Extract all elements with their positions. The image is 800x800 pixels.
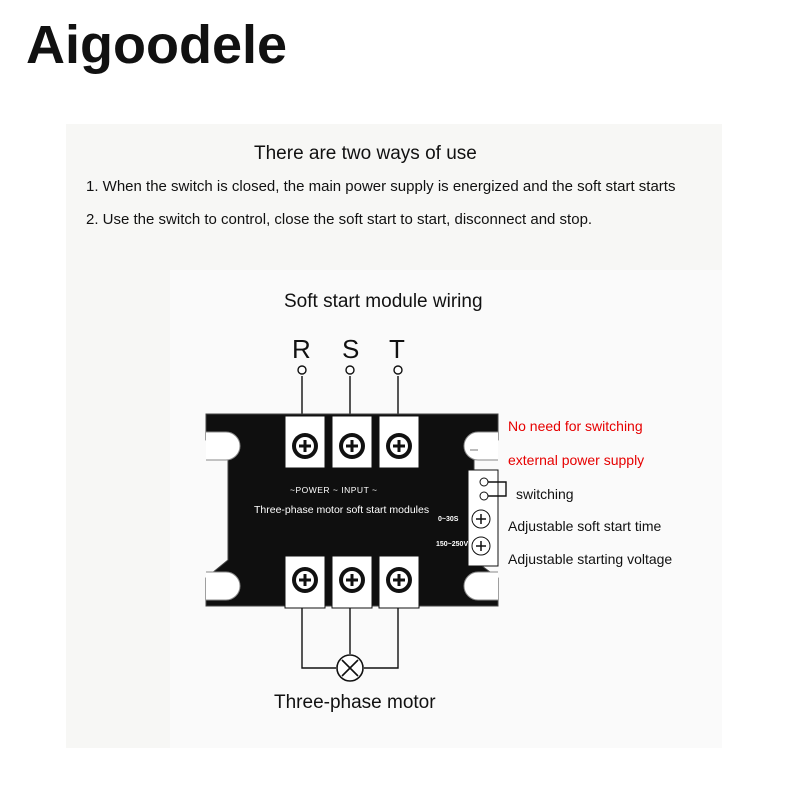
module-body (205, 413, 499, 609)
phase-label-t: T (389, 334, 405, 364)
phase-label-r: R (292, 334, 311, 364)
module-label: Three-phase motor soft start modules (254, 504, 430, 516)
motor-wires (301, 608, 399, 682)
phase-label-s: S (342, 334, 360, 364)
intro-title: There are two ways of use (254, 143, 477, 164)
starting-voltage-label: Adjustable starting voltage (508, 551, 673, 567)
phase-wires (297, 365, 403, 416)
external-power-note: external power supply (508, 452, 645, 468)
intro-item-1: 1. When the switch is closed, the main p… (86, 178, 676, 195)
no-need-switching-note: No need for switching (508, 418, 643, 434)
switch-lines (488, 481, 507, 497)
soft-start-time-label: Adjustable soft start time (508, 518, 662, 534)
intro-item-2: 2. Use the switch to control, close the … (86, 211, 593, 228)
time-range-label: 0~30S (438, 516, 459, 523)
motor-label: Three-phase motor (274, 692, 436, 713)
switching-label: switching (516, 486, 574, 502)
voltage-range-label: 150~250V (436, 541, 469, 548)
brand-logo: Aigoodele (26, 15, 288, 75)
diagram-title: Soft start module wiring (284, 291, 483, 312)
power-input-label: ~POWER ~ INPUT ~ (290, 485, 378, 495)
terminal-screws (292, 433, 412, 593)
